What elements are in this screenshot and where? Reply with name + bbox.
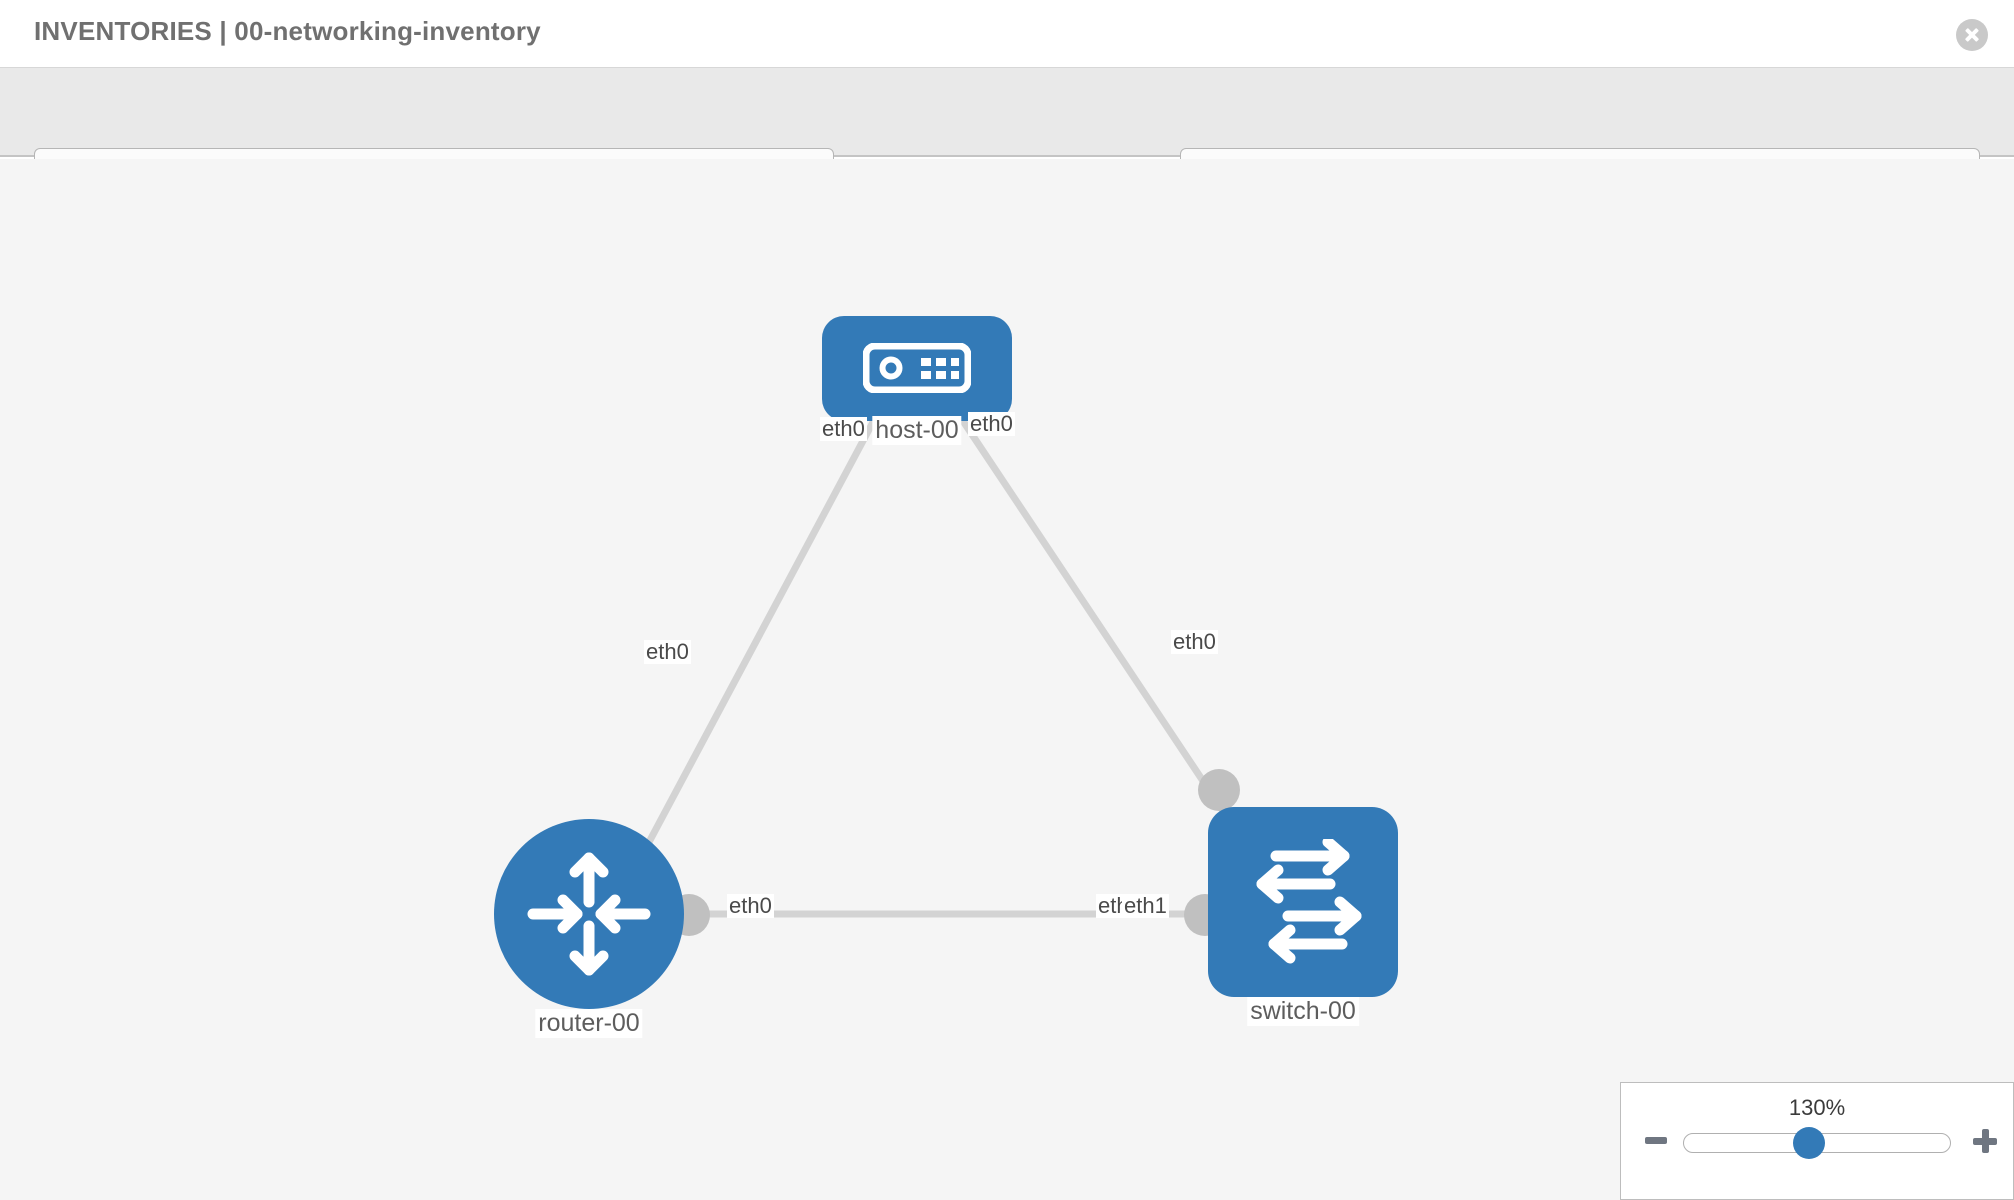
- interface-label-host-left: eth0: [820, 416, 867, 442]
- node-host-label: host-00: [872, 416, 962, 445]
- zoom-in-button[interactable]: [1973, 1129, 1997, 1153]
- interface-label-host-right: eth0: [968, 411, 1015, 437]
- node-host-shape: [822, 316, 1012, 421]
- interface-label-switch-top: eth0: [1171, 629, 1218, 655]
- interface-label-router-right: eth0: [727, 893, 774, 919]
- topology-canvas[interactable]: host-00: [0, 159, 2014, 1200]
- port-switch-top[interactable]: [1198, 769, 1240, 811]
- page-header: INVENTORIES | 00-networking-inventory: [0, 0, 2014, 68]
- node-switch-00[interactable]: switch-00: [1208, 807, 1398, 1037]
- zoom-control-panel: 130%: [1620, 1082, 2014, 1200]
- node-switch-label: switch-00: [1247, 997, 1359, 1026]
- zoom-out-button[interactable]: [1645, 1137, 1667, 1144]
- zoom-level-value: 130%: [1788, 1095, 1846, 1120]
- node-router-00[interactable]: router-00: [494, 819, 684, 1039]
- node-router-label: router-00: [535, 1009, 643, 1038]
- node-switch-shape: [1208, 807, 1398, 997]
- interface-label-router-top: eth0: [644, 639, 691, 665]
- link-host-router[interactable]: [636, 407, 884, 861]
- toolbar: ACTIONS SEARCH: [0, 68, 2014, 200]
- node-router-shape: [494, 819, 684, 1009]
- page-title: INVENTORIES | 00-networking-inventory: [34, 16, 541, 46]
- close-icon[interactable]: [1956, 19, 1988, 51]
- interface-label-switch-left: eth1: [1122, 893, 1169, 919]
- zoom-slider-thumb[interactable]: [1793, 1127, 1825, 1159]
